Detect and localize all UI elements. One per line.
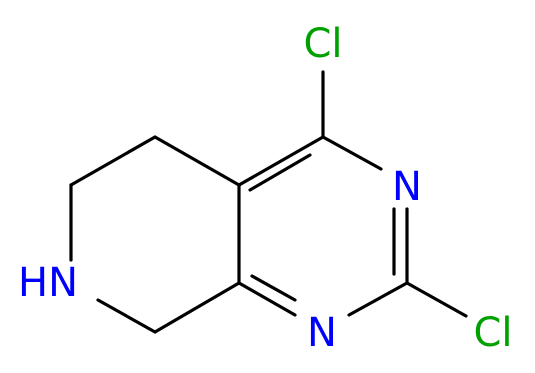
atom-chlorine-bottom: Cl xyxy=(473,310,512,356)
atom-nitrogen-right: N xyxy=(392,164,422,210)
bond-n3-c4 xyxy=(321,135,383,171)
bond-c4-c4a-inner xyxy=(248,153,312,192)
bond-c2-cl xyxy=(405,281,468,318)
atom-chlorine-top: Cl xyxy=(303,21,342,67)
bonds xyxy=(69,70,468,334)
bond-n7-c8 xyxy=(96,298,157,334)
bond-c4-c4a xyxy=(237,135,325,187)
bond-c8a-n1-inner xyxy=(250,274,297,302)
bond-c5-c6 xyxy=(69,135,157,187)
atom-amine-nh: HN xyxy=(18,260,78,306)
bond-c8a-n1 xyxy=(237,281,297,317)
bond-n1-c2 xyxy=(347,281,409,317)
atom-nitrogen-bottom: N xyxy=(307,310,337,356)
bond-c8-c8a xyxy=(153,281,241,334)
bond-c4a-c5 xyxy=(153,135,241,187)
